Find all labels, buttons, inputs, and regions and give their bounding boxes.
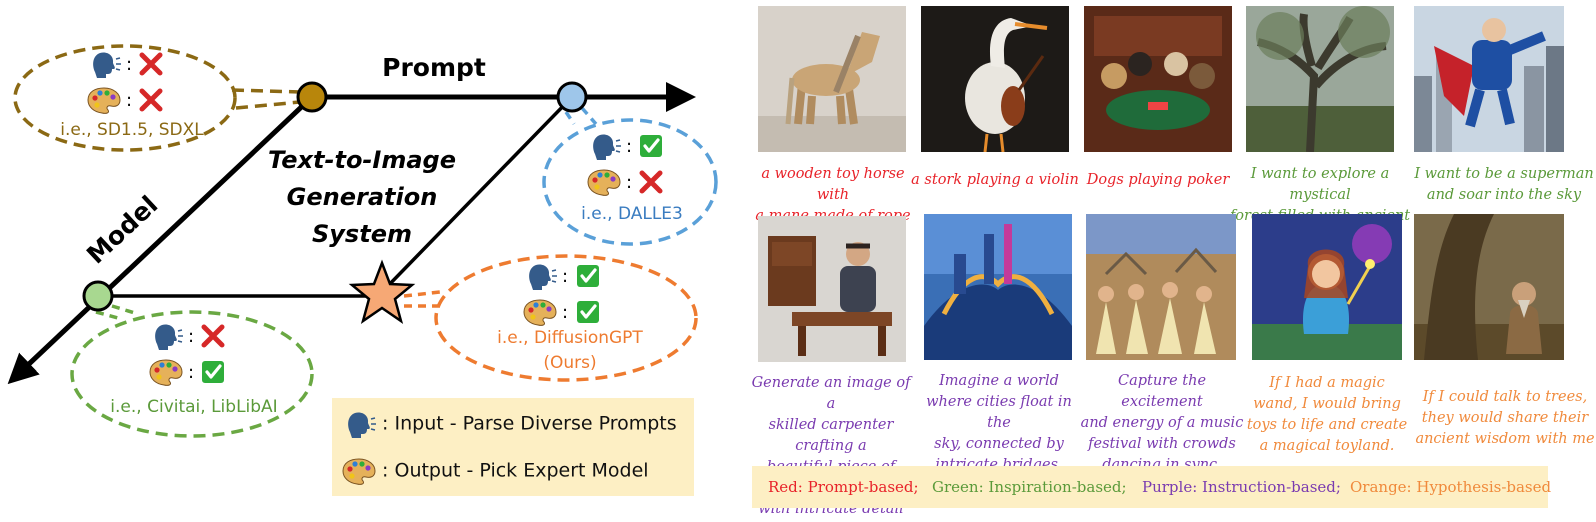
speaking-head-icon [154,323,184,351]
caption-line: toys to life and create [1246,417,1408,433]
caption-floating-cities: Imagine a world where cities float in th… [914,371,1084,476]
caption-superman: I want to be a superman and soar into th… [1414,164,1594,206]
image-dogs-poker [1084,6,1232,152]
caption-line: a magical toyland. [1259,438,1395,454]
key-output-label: : Output - Pick Expert Model [382,459,649,482]
caption-line: If I had a magic [1269,375,1385,391]
colon: : [626,136,632,157]
caption-dogs-poker: Dogs playing poker [1073,170,1243,191]
colon: : [126,90,132,111]
caption-music-festival: Capture the excitement and energy of a m… [1077,371,1247,476]
bubble-diffusiongpt: : : i.e., DiffusionGPT (Ours) [403,254,698,382]
palette-icon [587,169,621,196]
legend-purple: Purple: Instruction-based; [1142,478,1341,496]
speaking-head-icon [92,51,122,79]
bubble-sd-examples: i.e., SD1.5, SDXL [60,120,204,140]
caption-line: If I could talk to trees, [1422,389,1588,405]
bubble-diffusiongpt-examples: i.e., DiffusionGPT [497,328,643,348]
caption-line: they would share their [1421,410,1589,426]
speaking-head-icon [528,263,558,291]
cross-mark-icon [142,55,160,73]
image-gallery: a wooden toy horse with a mane made of r… [740,0,1596,518]
bubble-dalle-examples: i.e., DALLE3 [581,204,683,224]
center-title-line1: Text-to-Image [268,146,456,174]
node-prompt-end [556,81,588,113]
center-title-line2: Generation [287,183,438,211]
system-diagram: Prompt Model Text-to-Image Generation Sy… [0,0,740,518]
caption-line: I want to be a superman [1414,166,1594,182]
palette-icon [342,458,376,485]
caption-magic-toyland: If I had a magic wand, I would bring toy… [1242,373,1412,457]
image-magic-toyland [1252,214,1402,360]
cross-mark-icon [642,173,660,191]
node-prompt-origin [296,81,328,113]
key-input-label: : Input - Parse Diverse Prompts [382,412,677,435]
check-mark-icon [575,263,601,289]
diagram-canvas: Prompt Model Text-to-Image Generation Sy… [7,44,718,438]
image-stork-violin [921,6,1069,152]
image-superman [1414,6,1564,152]
speaking-head-icon [347,411,377,439]
image-floating-cities [924,214,1072,360]
caption-line: wand, I would bring [1253,396,1401,412]
node-model-origin [82,280,114,312]
bubble-diffusiongpt-ours: (Ours) [543,353,596,373]
caption-line: Dogs playing poker [1086,172,1230,188]
check-mark-icon [638,133,664,159]
caption-line: skilled carpenter crafting a [768,417,894,454]
center-title-line3: System [312,220,412,248]
key-output-row: : Output - Pick Expert Model [342,456,649,486]
cross-mark-icon [142,91,160,109]
colon: : [562,266,568,287]
legend-orange: Orange: Hypothesis-based [1350,478,1552,496]
caption-line: a wooden toy horse with [761,166,905,203]
parallelogram-right-edge [380,95,574,294]
check-mark-icon [575,299,601,325]
caption-line: I want to explore a mystical [1250,166,1390,203]
colon: : [126,54,132,75]
bubble-dalle: : : i.e., DALLE3 [542,106,718,246]
image-mystical-forest [1246,6,1394,152]
star-icon [348,259,416,324]
caption-line: festival with crowds [1088,436,1236,452]
palette-icon [149,359,183,386]
category-legend: Red: Prompt-based; Green: Inspiration-ba… [752,466,1552,508]
bubble-civitai-examples: i.e., Civitai, LibLibAI [110,397,277,417]
caption-line: Generate an image of a [751,375,911,412]
image-wooden-horse [758,6,906,152]
caption-line: and soar into the sky [1426,187,1582,203]
legend-red: Red: Prompt-based; [768,478,919,496]
caption-stork-violin: a stork playing a violin [910,170,1080,191]
prompt-axis-label: Prompt [382,53,486,82]
image-talking-trees [1414,214,1564,360]
cross-mark-icon [204,327,222,345]
legend-green: Green: Inspiration-based; [932,478,1127,496]
caption-line: Capture the excitement [1117,373,1207,410]
colon: : [188,362,194,383]
bubble-civitai: : : i.e., Civitai, LibLibAI [70,304,314,438]
colon: : [188,326,194,347]
caption-line: sky, connected by [934,436,1064,452]
caption-line: ancient wisdom with me [1415,431,1595,447]
palette-icon [87,87,121,114]
bubble-sd: : : i.e., SD1.5, SDXL [13,44,301,152]
caption-line: and energy of a music [1080,415,1244,431]
model-axis [7,95,314,385]
caption-talking-trees: If I could talk to trees, they would sha… [1414,387,1596,450]
model-axis-label: Model [81,190,163,270]
check-mark-icon [200,359,226,385]
speaking-head-icon [592,133,622,161]
image-music-festival [1086,214,1236,360]
caption-line: a stork playing a violin [911,172,1079,188]
colon: : [562,302,568,323]
caption-line: where cities float in the [926,394,1072,431]
icon-key: : Input - Parse Diverse Prompts : Output… [332,398,694,496]
caption-line: Imagine a world [939,373,1059,389]
key-input-row: : Input - Parse Diverse Prompts [342,408,677,440]
colon: : [626,172,632,193]
palette-icon [523,299,557,326]
image-carpenter [758,216,906,362]
